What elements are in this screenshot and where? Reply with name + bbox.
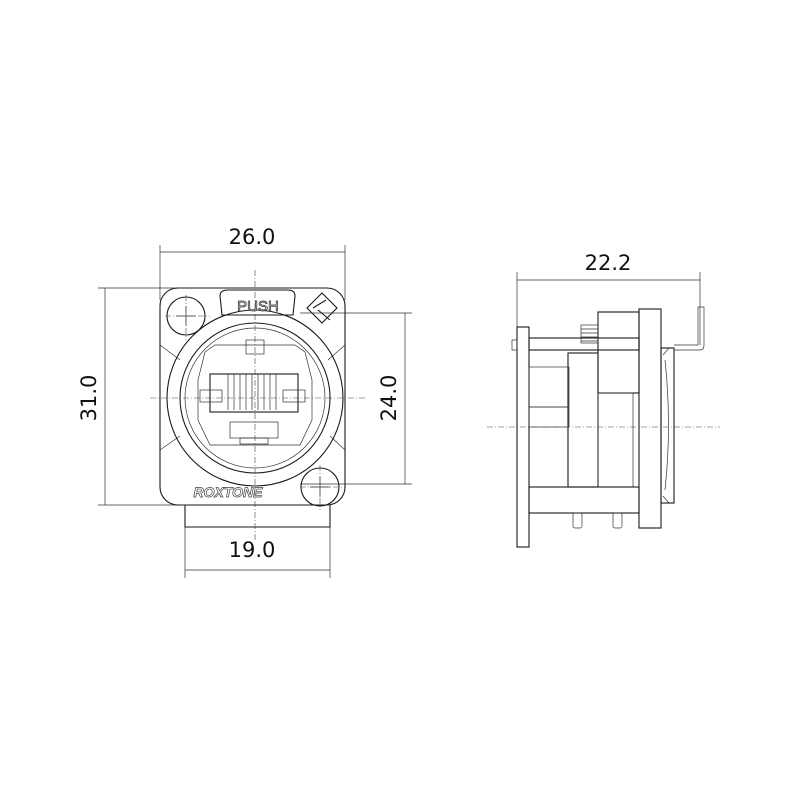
svg-text:31.0: 31.0 — [77, 375, 101, 422]
svg-text:19.0: 19.0 — [229, 538, 276, 562]
pin — [612, 512, 623, 529]
spring-icon — [580, 324, 599, 344]
svg-text:22.2: 22.2 — [585, 251, 632, 275]
brand-logo-icon — [306, 292, 338, 324]
dimension-hole-spacing: 24.0 — [377, 313, 406, 484]
svg-text:26.0: 26.0 — [229, 225, 276, 249]
side-view — [487, 272, 720, 548]
push-latch — [219, 289, 296, 316]
pin — [572, 512, 583, 529]
flange — [638, 308, 662, 529]
dimension-bottom-width: 19.0 — [185, 538, 330, 571]
brand-logo-text: ROXTONE — [194, 484, 264, 500]
dimension-height: 31.0 — [77, 288, 106, 505]
svg-text:24.0: 24.0 — [377, 375, 401, 422]
mounting-plate — [159, 287, 346, 506]
contact-pins — [227, 374, 277, 410]
dimension-depth: 22.2 — [517, 251, 700, 281]
dimension-width: 26.0 — [160, 225, 345, 253]
front-view: PUSH ROXTONE — [98, 245, 412, 578]
front-plate — [516, 326, 530, 548]
push-label: PUSH — [237, 298, 279, 315]
rj45-socket — [209, 373, 299, 413]
